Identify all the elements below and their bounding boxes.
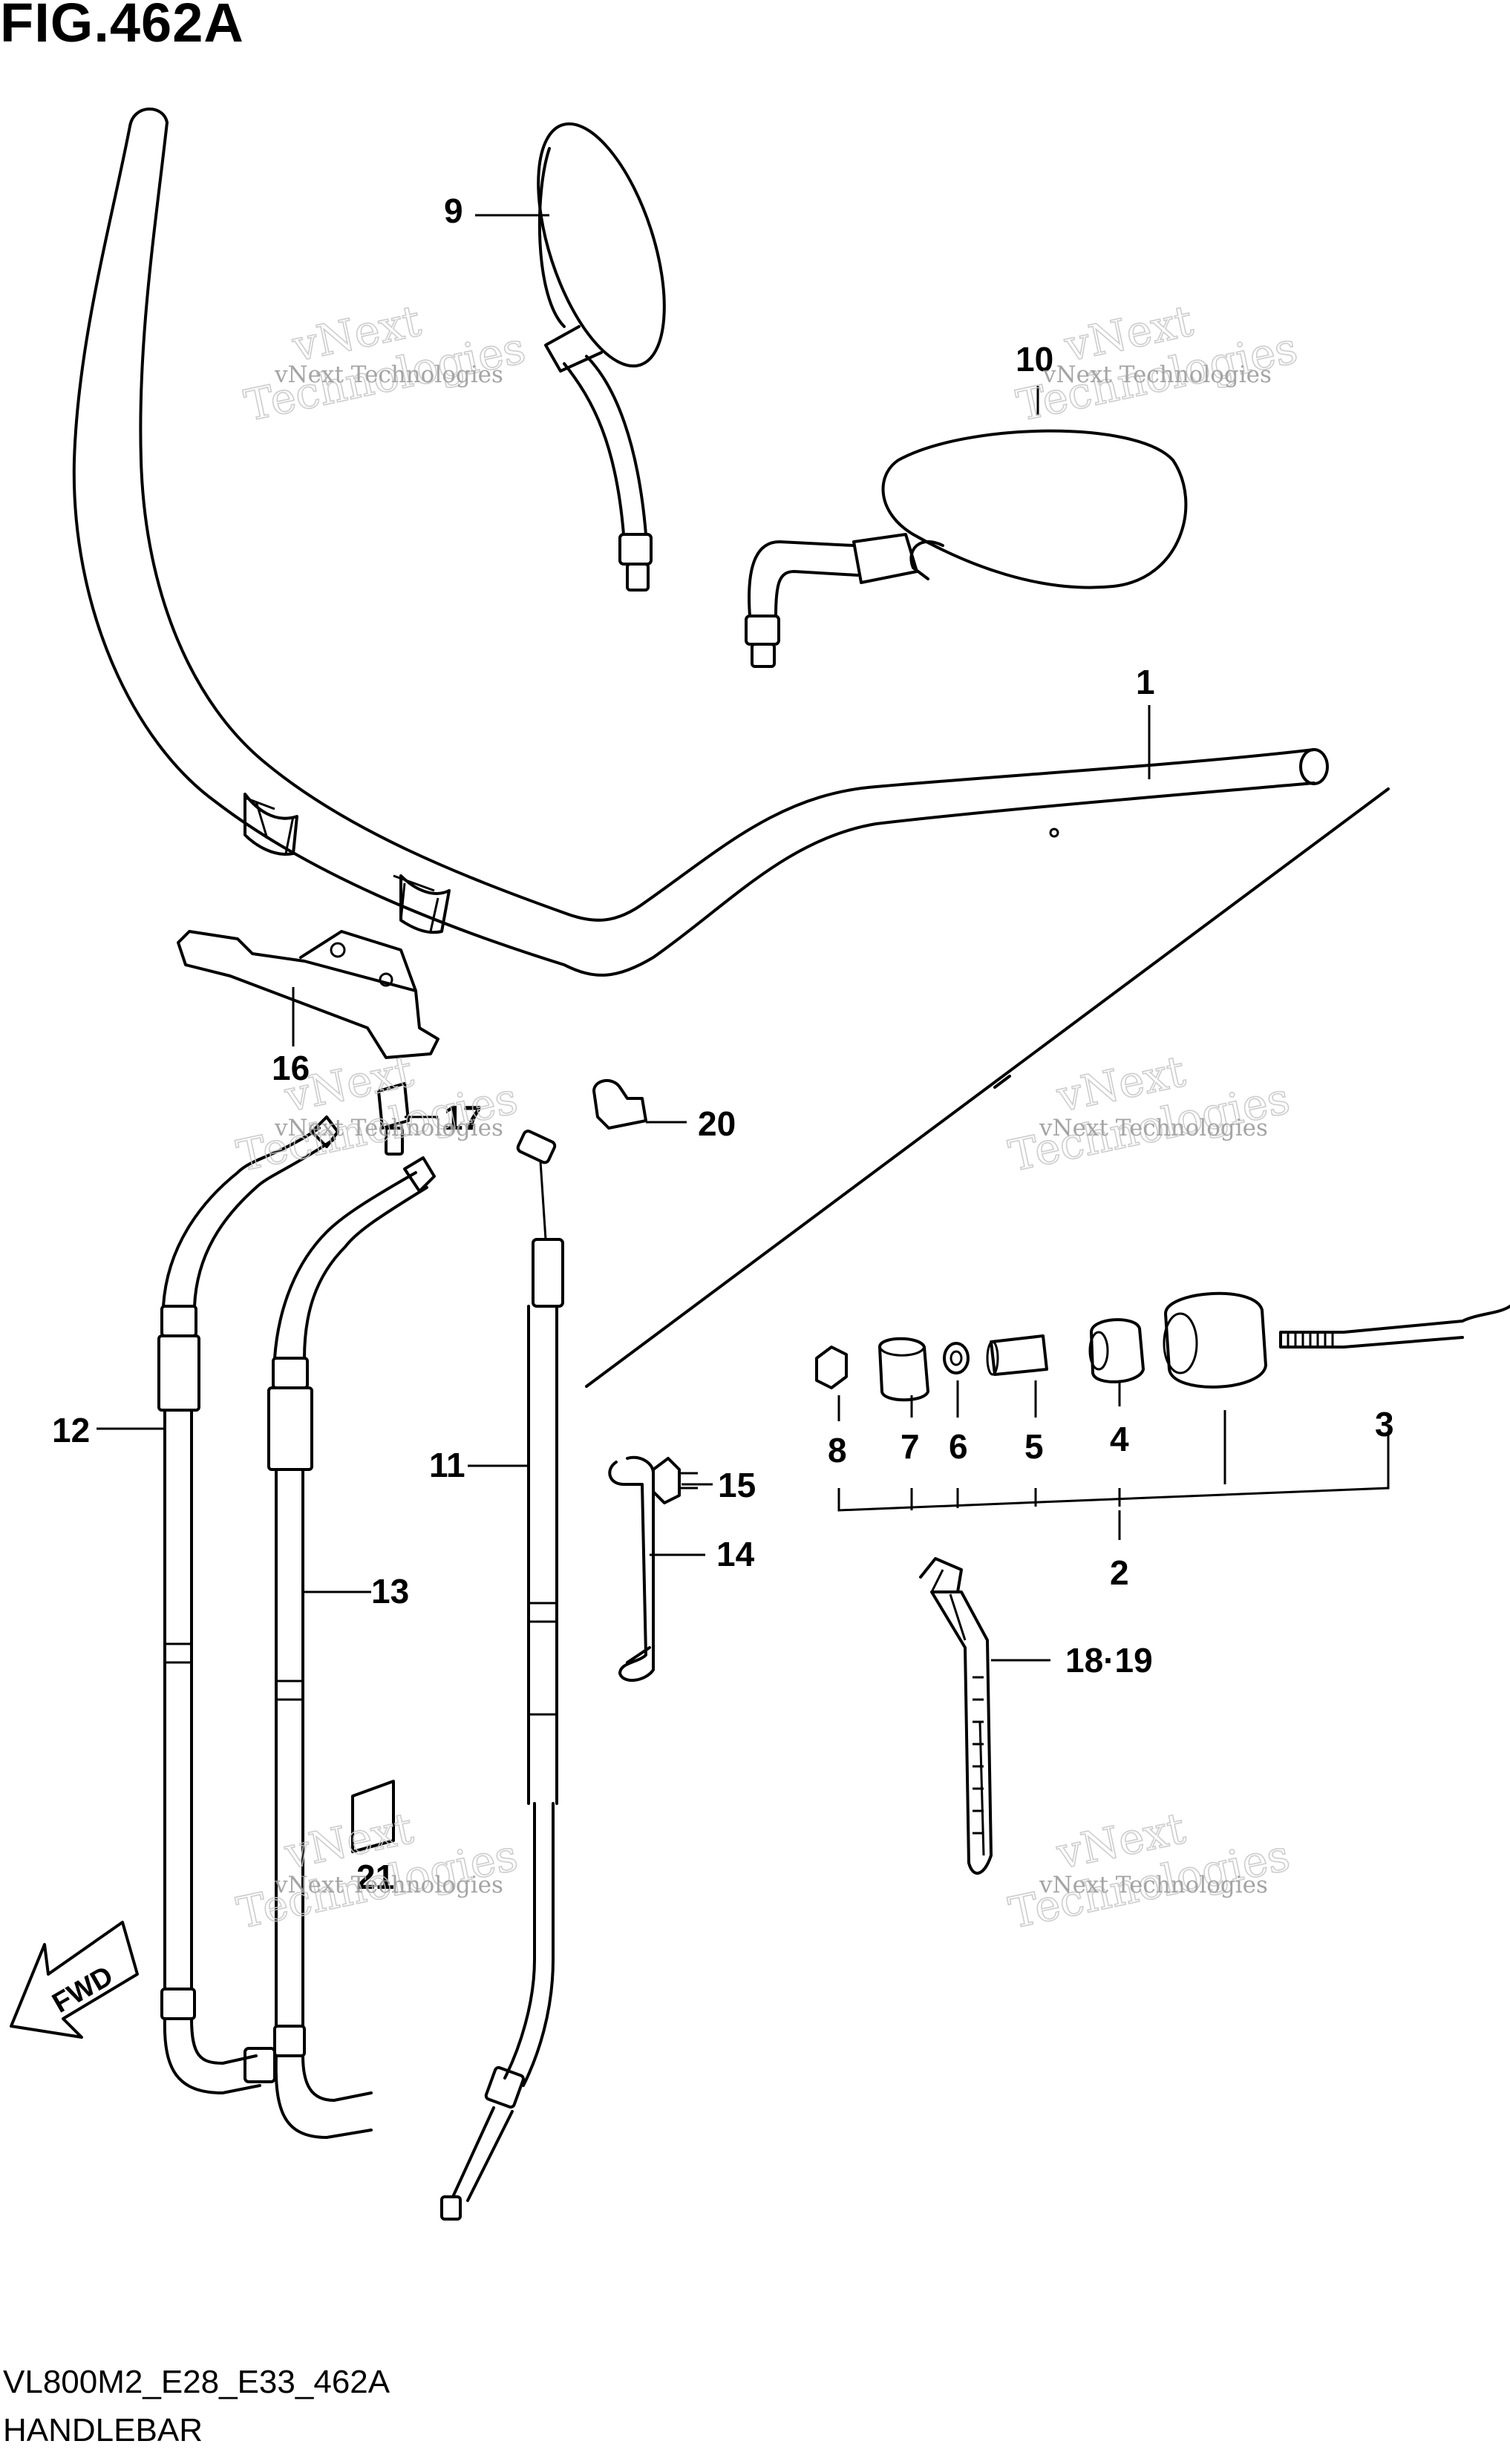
callout-12: 12 bbox=[52, 1411, 90, 1449]
callout-5: 5 bbox=[1024, 1427, 1044, 1466]
callout-17: 17 bbox=[444, 1098, 482, 1137]
callout-10: 10 bbox=[1016, 340, 1053, 379]
model-code: VL800M2_E28_E33_462A bbox=[3, 2364, 390, 2400]
callout-9: 9 bbox=[444, 191, 463, 230]
callout-1: 1 bbox=[1136, 663, 1155, 701]
callout-15: 15 bbox=[718, 1466, 756, 1504]
cable-guide-bracket-drawing bbox=[177, 930, 647, 1156]
callout-18-19: 18·19 bbox=[1065, 1641, 1153, 1680]
callout-4: 4 bbox=[1110, 1420, 1129, 1458]
section-name: HANDLEBAR bbox=[3, 2412, 203, 2448]
watermark-3-text: vNext Technologies bbox=[274, 1115, 503, 1141]
callout-11: 11 bbox=[429, 1446, 465, 1484]
callout-16: 16 bbox=[272, 1049, 310, 1087]
callout-20: 20 bbox=[698, 1104, 736, 1143]
watermark-1-text: vNext Technologies bbox=[274, 361, 503, 388]
callout-2: 2 bbox=[1110, 1553, 1129, 1592]
callout-3: 3 bbox=[1375, 1405, 1394, 1444]
watermark-2-text: vNext Technologies bbox=[1042, 361, 1272, 388]
figure-title: FIG.462A bbox=[0, 0, 244, 53]
handlebar-drawing bbox=[72, 107, 1390, 1388]
callout-7: 7 bbox=[901, 1427, 920, 1466]
callout-13: 13 bbox=[371, 1572, 409, 1611]
callout-8: 8 bbox=[828, 1431, 847, 1469]
callout-labels: 1 2 3 4 5 6 7 8 9 10 11 12 13 14 15 16 1… bbox=[52, 191, 1394, 1896]
watermarks: vNext Technologies vNext Technologies vN… bbox=[232, 295, 1303, 1939]
throttle-cables-drawing bbox=[157, 1115, 564, 2221]
leader-lines bbox=[97, 214, 1390, 1662]
mirror-right-drawing bbox=[745, 429, 1188, 668]
fwd-arrow: FWD bbox=[10, 1921, 139, 2039]
balancer-assembly-drawing bbox=[815, 1291, 1510, 1402]
mirror-left-drawing bbox=[537, 122, 666, 592]
misc-parts-drawing bbox=[351, 1455, 993, 1875]
watermark-6-text: vNext Technologies bbox=[1039, 1872, 1268, 1898]
callout-14: 14 bbox=[716, 1535, 755, 1573]
watermark-4-text: vNext Technologies bbox=[1039, 1115, 1268, 1141]
callout-21: 21 bbox=[356, 1858, 394, 1896]
callout-6: 6 bbox=[949, 1427, 968, 1466]
watermark-5-text: vNext Technologies bbox=[274, 1872, 503, 1898]
